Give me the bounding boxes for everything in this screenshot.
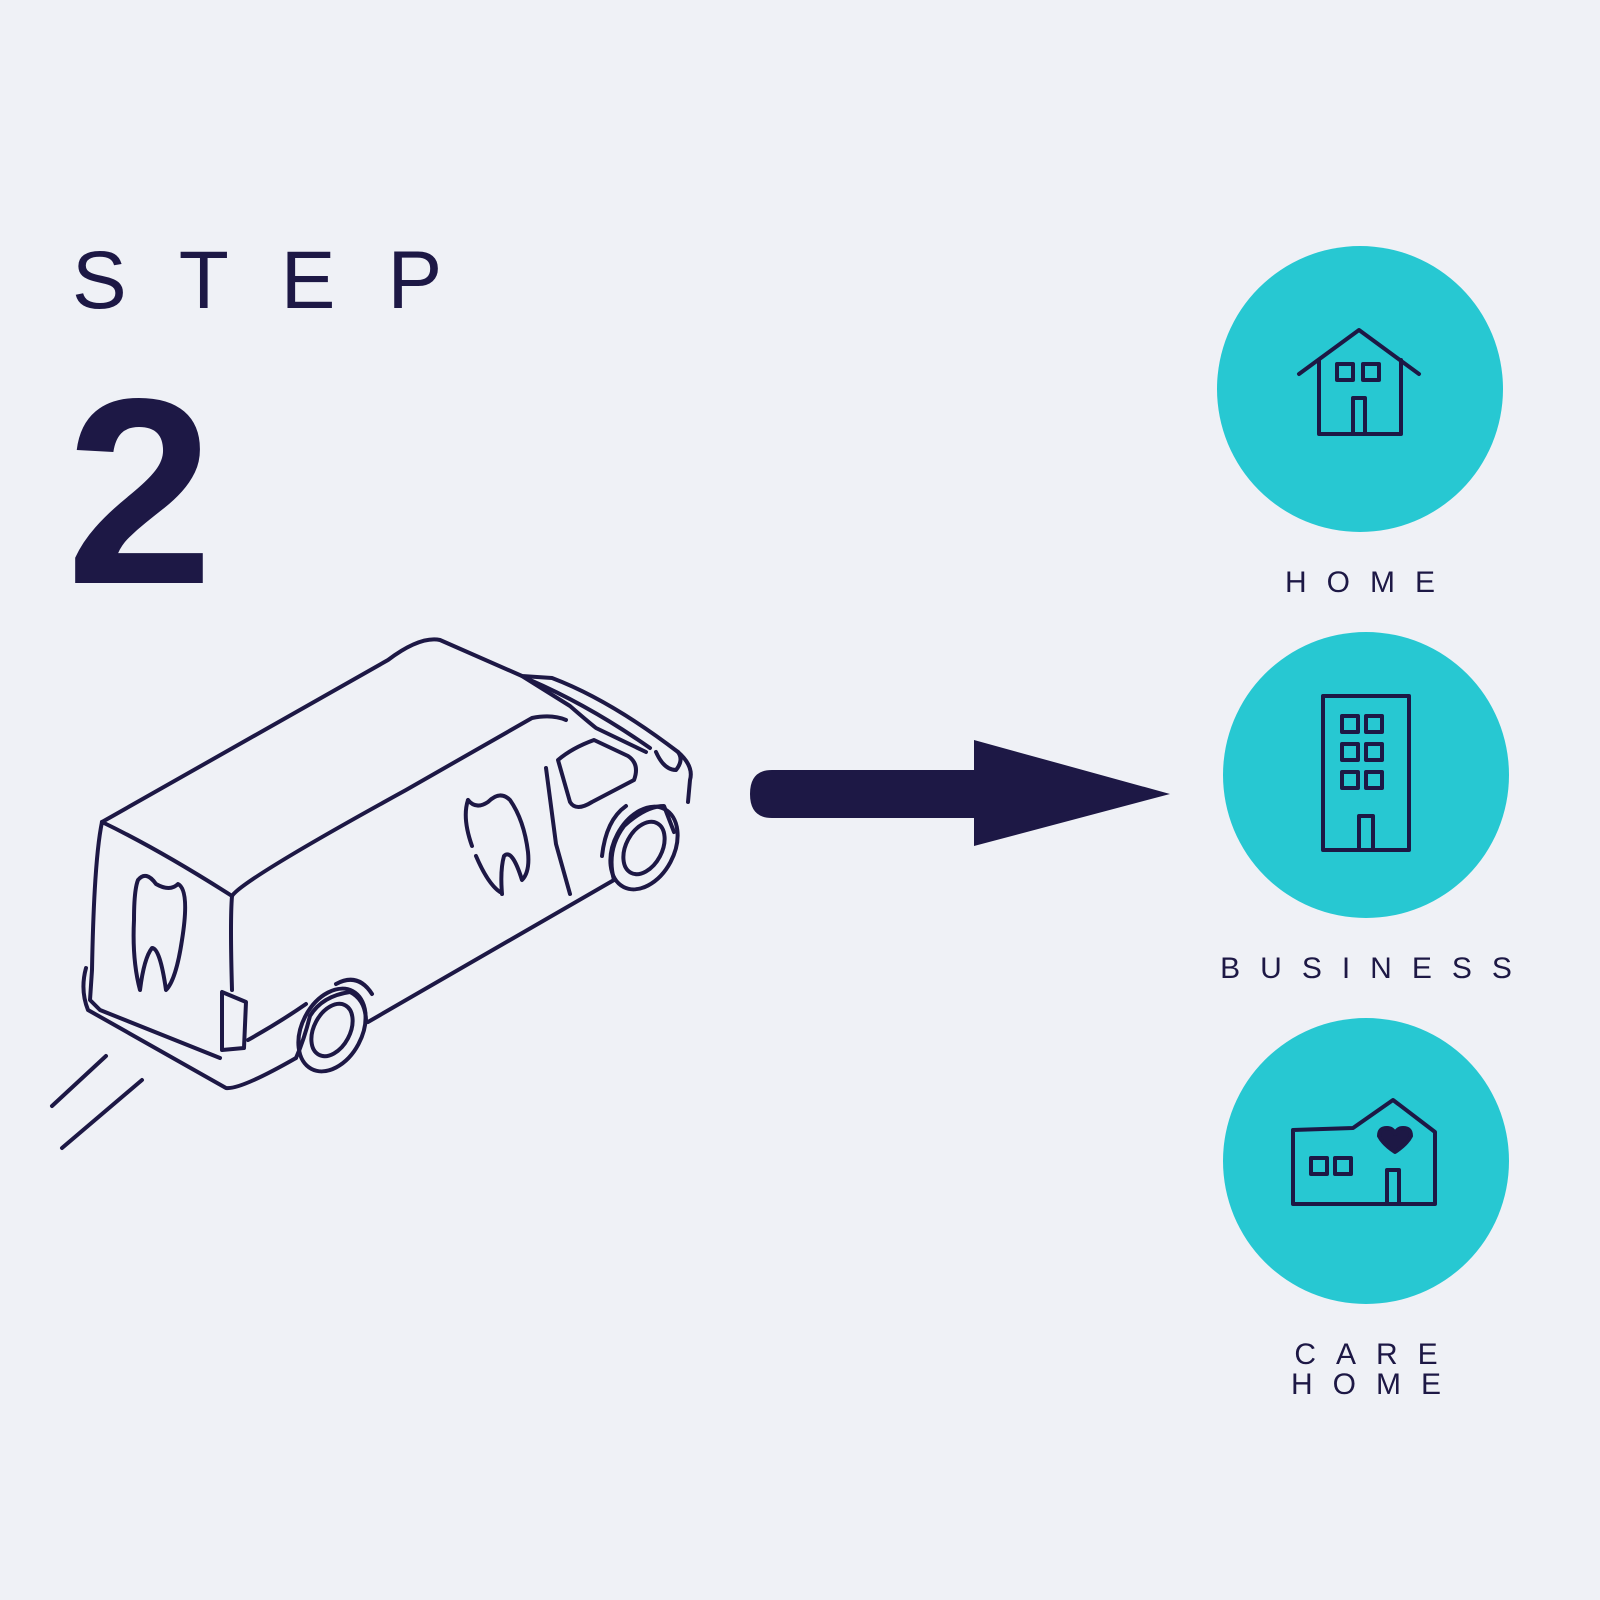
care-home-circle [1223,1018,1509,1304]
arrow-right-icon [740,730,1180,865]
destination-care-home: CARE HOME [1196,1018,1536,1400]
destination-home-label: HOME [1285,566,1455,599]
care-home-icon [1291,1098,1437,1206]
house-icon [1297,328,1421,436]
destination-business: BUSINESS [1196,632,1536,984]
dental-van-icon [30,620,710,1165]
destination-business-label: BUSINESS [1220,952,1532,985]
destination-home: HOME [1190,246,1530,598]
business-circle [1223,632,1509,918]
step-number: 2 [66,344,214,640]
home-circle [1217,246,1503,532]
office-building-icon [1321,694,1411,852]
step-label: STEP [72,235,495,326]
destination-care-home-label: CARE HOME [1291,1338,1461,1401]
